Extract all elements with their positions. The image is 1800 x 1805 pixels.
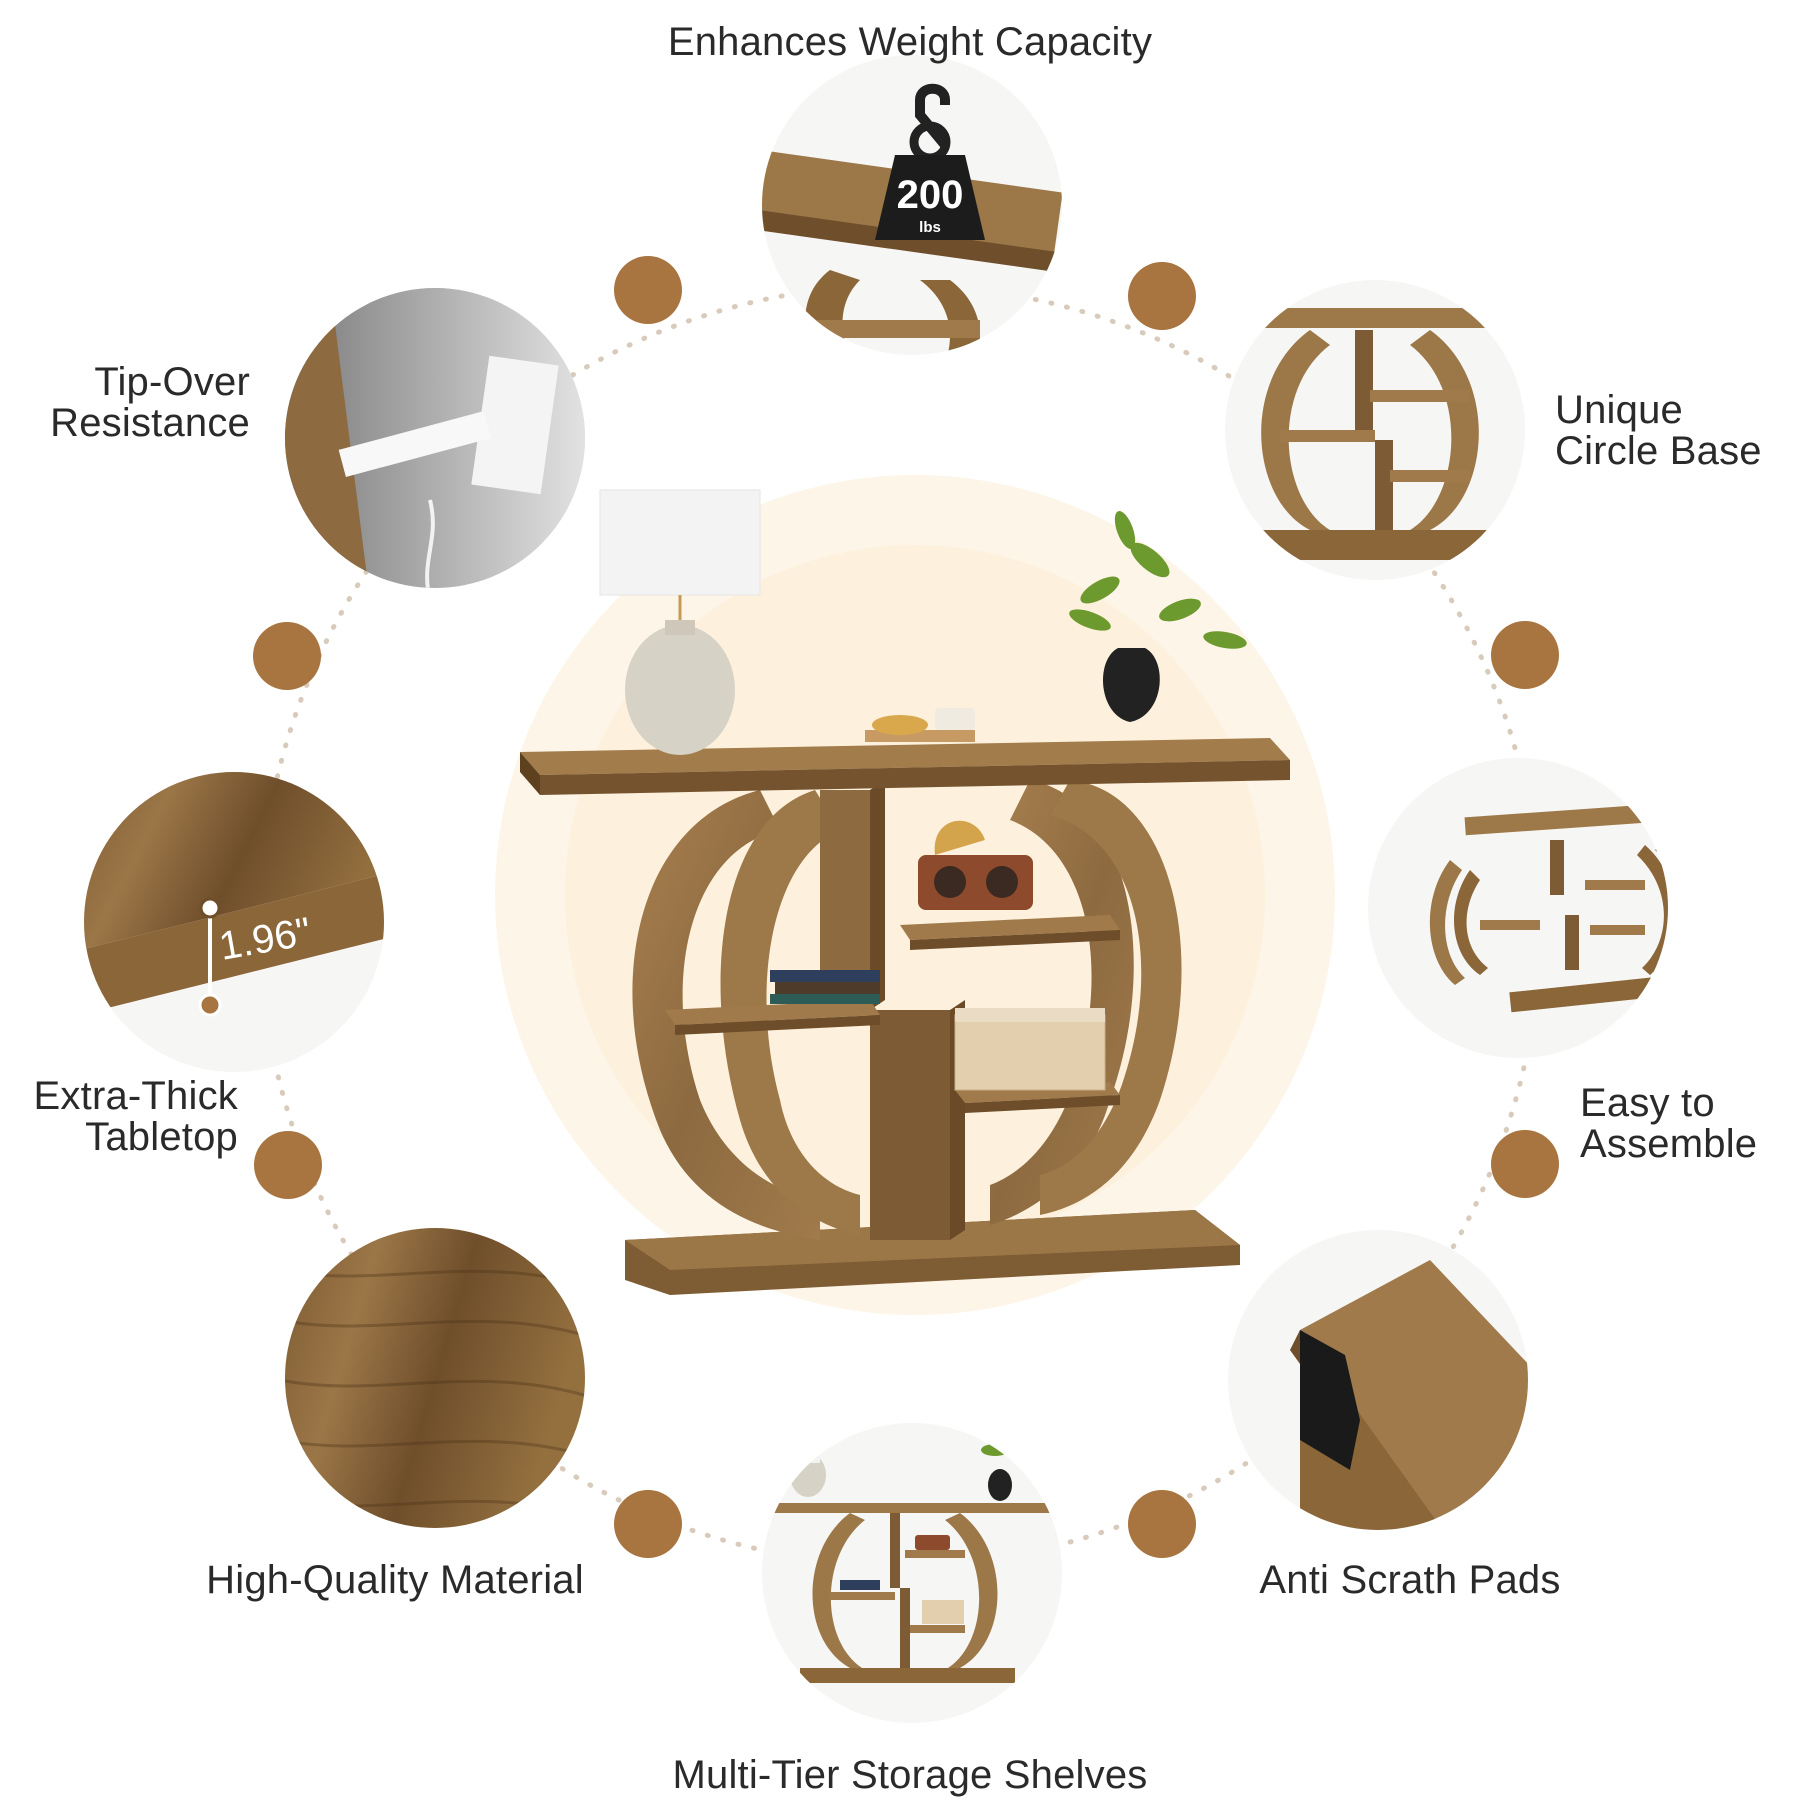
label-assemble-line1: Easy to bbox=[1580, 1081, 1715, 1125]
label-shelves-text: Multi-Tier Storage Shelves bbox=[672, 1753, 1148, 1797]
dot-4 bbox=[1491, 1130, 1559, 1198]
label-pads-text: Anti Scrath Pads bbox=[1259, 1558, 1561, 1602]
label-weight-capacity: Enhances Weight Capacity bbox=[600, 22, 1220, 63]
label-material-text: High-Quality Material bbox=[206, 1558, 584, 1602]
feature-tabletop-circle: 1.96" bbox=[84, 772, 384, 1072]
dot-1 bbox=[614, 256, 682, 324]
label-assemble: Easy to Assemble bbox=[1580, 1083, 1795, 1165]
dot-7 bbox=[254, 1131, 322, 1199]
label-tip-over-line2: Resistance bbox=[50, 401, 250, 445]
weight-badge-value: 200 bbox=[897, 173, 964, 217]
feature-material-circle bbox=[285, 1228, 585, 1528]
connector-dots bbox=[253, 256, 1559, 1558]
label-high-quality-material: High-Quality Material bbox=[170, 1560, 620, 1601]
label-tabletop-line2: Tabletop bbox=[85, 1115, 238, 1159]
feature-assemble-circle bbox=[1368, 758, 1668, 1058]
label-circle-base-line1: Unique bbox=[1555, 388, 1683, 432]
label-assemble-line2: Assemble bbox=[1580, 1122, 1758, 1166]
feature-pads-circle bbox=[1228, 1230, 1528, 1530]
label-tip-over-line1: Tip-Over bbox=[94, 360, 250, 404]
label-tip-over-resistance: Tip-Over Resistance bbox=[0, 362, 250, 444]
console-table-main bbox=[520, 489, 1290, 1295]
label-multi-tier-shelves: Multi-Tier Storage Shelves bbox=[600, 1755, 1220, 1796]
feature-weight-circle: 200 lbs bbox=[762, 55, 1062, 355]
dot-8 bbox=[253, 622, 321, 690]
label-circle-base-line2: Circle Base bbox=[1555, 429, 1762, 473]
label-anti-scratch-pads: Anti Scrath Pads bbox=[1200, 1560, 1620, 1601]
feature-tip-over-circle bbox=[285, 288, 585, 588]
label-weight-text: Enhances Weight Capacity bbox=[667, 20, 1153, 64]
feature-circle-base-circle bbox=[1225, 280, 1525, 580]
label-extra-thick-tabletop: Extra-Thick Tabletop bbox=[0, 1076, 238, 1158]
weight-badge-unit: lbs bbox=[919, 219, 941, 236]
dot-6 bbox=[614, 1490, 682, 1558]
dot-5 bbox=[1128, 1490, 1196, 1558]
feature-shelves-circle bbox=[762, 1423, 1062, 1723]
dot-2 bbox=[1128, 262, 1196, 330]
label-circle-base: Unique Circle Base bbox=[1555, 390, 1795, 472]
dot-3 bbox=[1491, 621, 1559, 689]
label-tabletop-line1: Extra-Thick bbox=[33, 1074, 238, 1118]
